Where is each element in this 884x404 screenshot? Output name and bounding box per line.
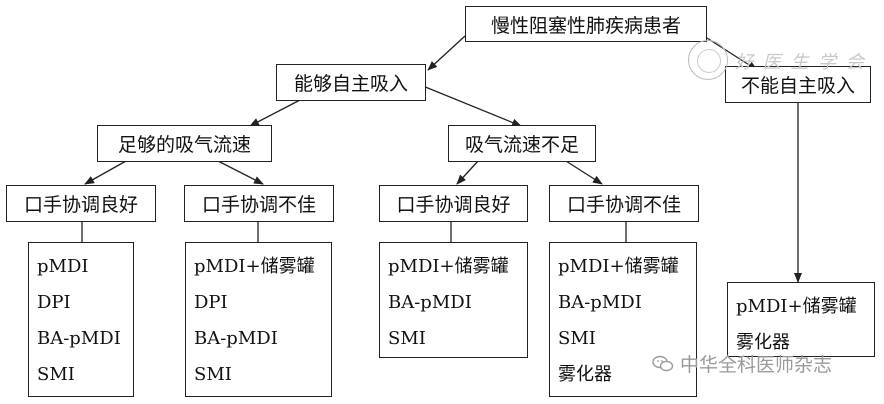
sufficient-flow-node: 足够的吸气流速 xyxy=(97,125,272,162)
edge-insufficient-d xyxy=(565,160,603,185)
wechat-icon xyxy=(652,355,674,371)
coordination-poor-node-1: 口手协调不佳 xyxy=(184,185,334,222)
device-item: BA-pMDI xyxy=(388,292,472,313)
edge-sufficient-b xyxy=(217,160,264,185)
cannot-inhale-node: 不能自主吸入 xyxy=(725,66,871,103)
device-item: DPI xyxy=(194,292,228,313)
seal-logo xyxy=(688,40,728,80)
device-item: BA-pMDI xyxy=(558,292,642,313)
watermark-text: 中华全科医师杂志 xyxy=(680,354,833,376)
device-item: pMDI+储雾罐 xyxy=(558,256,679,277)
root-label: 慢性阻塞性肺疾病患者 xyxy=(490,14,681,37)
edge-can-insufficient xyxy=(417,83,522,127)
journal-watermark: 中华全科医师杂志 xyxy=(652,350,832,377)
device-list-b: pMDI+储雾罐 DPI BA-pMDI SMI xyxy=(185,242,332,397)
device-list-a: pMDI DPI BA-pMDI SMI xyxy=(28,242,134,397)
coordination-good-node-2: 口手协调良好 xyxy=(379,185,528,222)
coordination-poor-node-2: 口手协调不佳 xyxy=(549,185,699,222)
device-item: SMI xyxy=(37,364,75,385)
device-item: SMI xyxy=(388,328,426,349)
calligraphy-watermark: 好 医 生 学 会 xyxy=(735,52,866,73)
insufficient-flow-label: 吸气流速不足 xyxy=(464,134,579,156)
edge-sufficient-a xyxy=(84,160,127,185)
can-inhale-label: 能够自主吸入 xyxy=(293,73,408,95)
device-item: pMDI+储雾罐 xyxy=(388,256,509,277)
device-list-d: pMDI+储雾罐 BA-pMDI SMI 雾化器 xyxy=(549,242,697,397)
device-item: 雾化器 xyxy=(736,332,790,353)
coordination-good-label-2: 口手协调良好 xyxy=(396,194,511,216)
cannot-inhale-label: 不能自主吸入 xyxy=(740,75,855,97)
coordination-good-node-1: 口手协调良好 xyxy=(6,185,156,222)
device-list-e: pMDI+储雾罐 雾化器 xyxy=(727,282,875,357)
device-item: pMDI xyxy=(37,256,89,277)
device-item: pMDI+储雾罐 xyxy=(194,256,315,277)
coordination-good-label-1: 口手协调良好 xyxy=(23,194,138,216)
coordination-poor-label-1: 口手协调不佳 xyxy=(201,194,316,216)
device-item: SMI xyxy=(558,328,596,349)
device-item: BA-pMDI xyxy=(194,328,278,349)
device-item: pMDI+储雾罐 xyxy=(736,296,857,317)
device-item: BA-pMDI xyxy=(37,328,121,349)
edge-root-can xyxy=(427,35,466,71)
device-list-c: pMDI+储雾罐 BA-pMDI SMI xyxy=(379,242,528,358)
device-item: DPI xyxy=(37,292,71,313)
edge-insufficient-c xyxy=(456,160,479,185)
insufficient-flow-node: 吸气流速不足 xyxy=(448,125,596,162)
coordination-poor-label-2: 口手协调不佳 xyxy=(566,194,681,216)
can-inhale-node: 能够自主吸入 xyxy=(276,64,426,101)
device-item: SMI xyxy=(194,364,232,385)
root-node: 慢性阻塞性肺疾病患者 xyxy=(465,6,707,42)
edge-can-sufficient xyxy=(249,99,301,127)
device-item: 雾化器 xyxy=(558,364,612,385)
sufficient-flow-label: 足够的吸气流速 xyxy=(117,134,251,156)
